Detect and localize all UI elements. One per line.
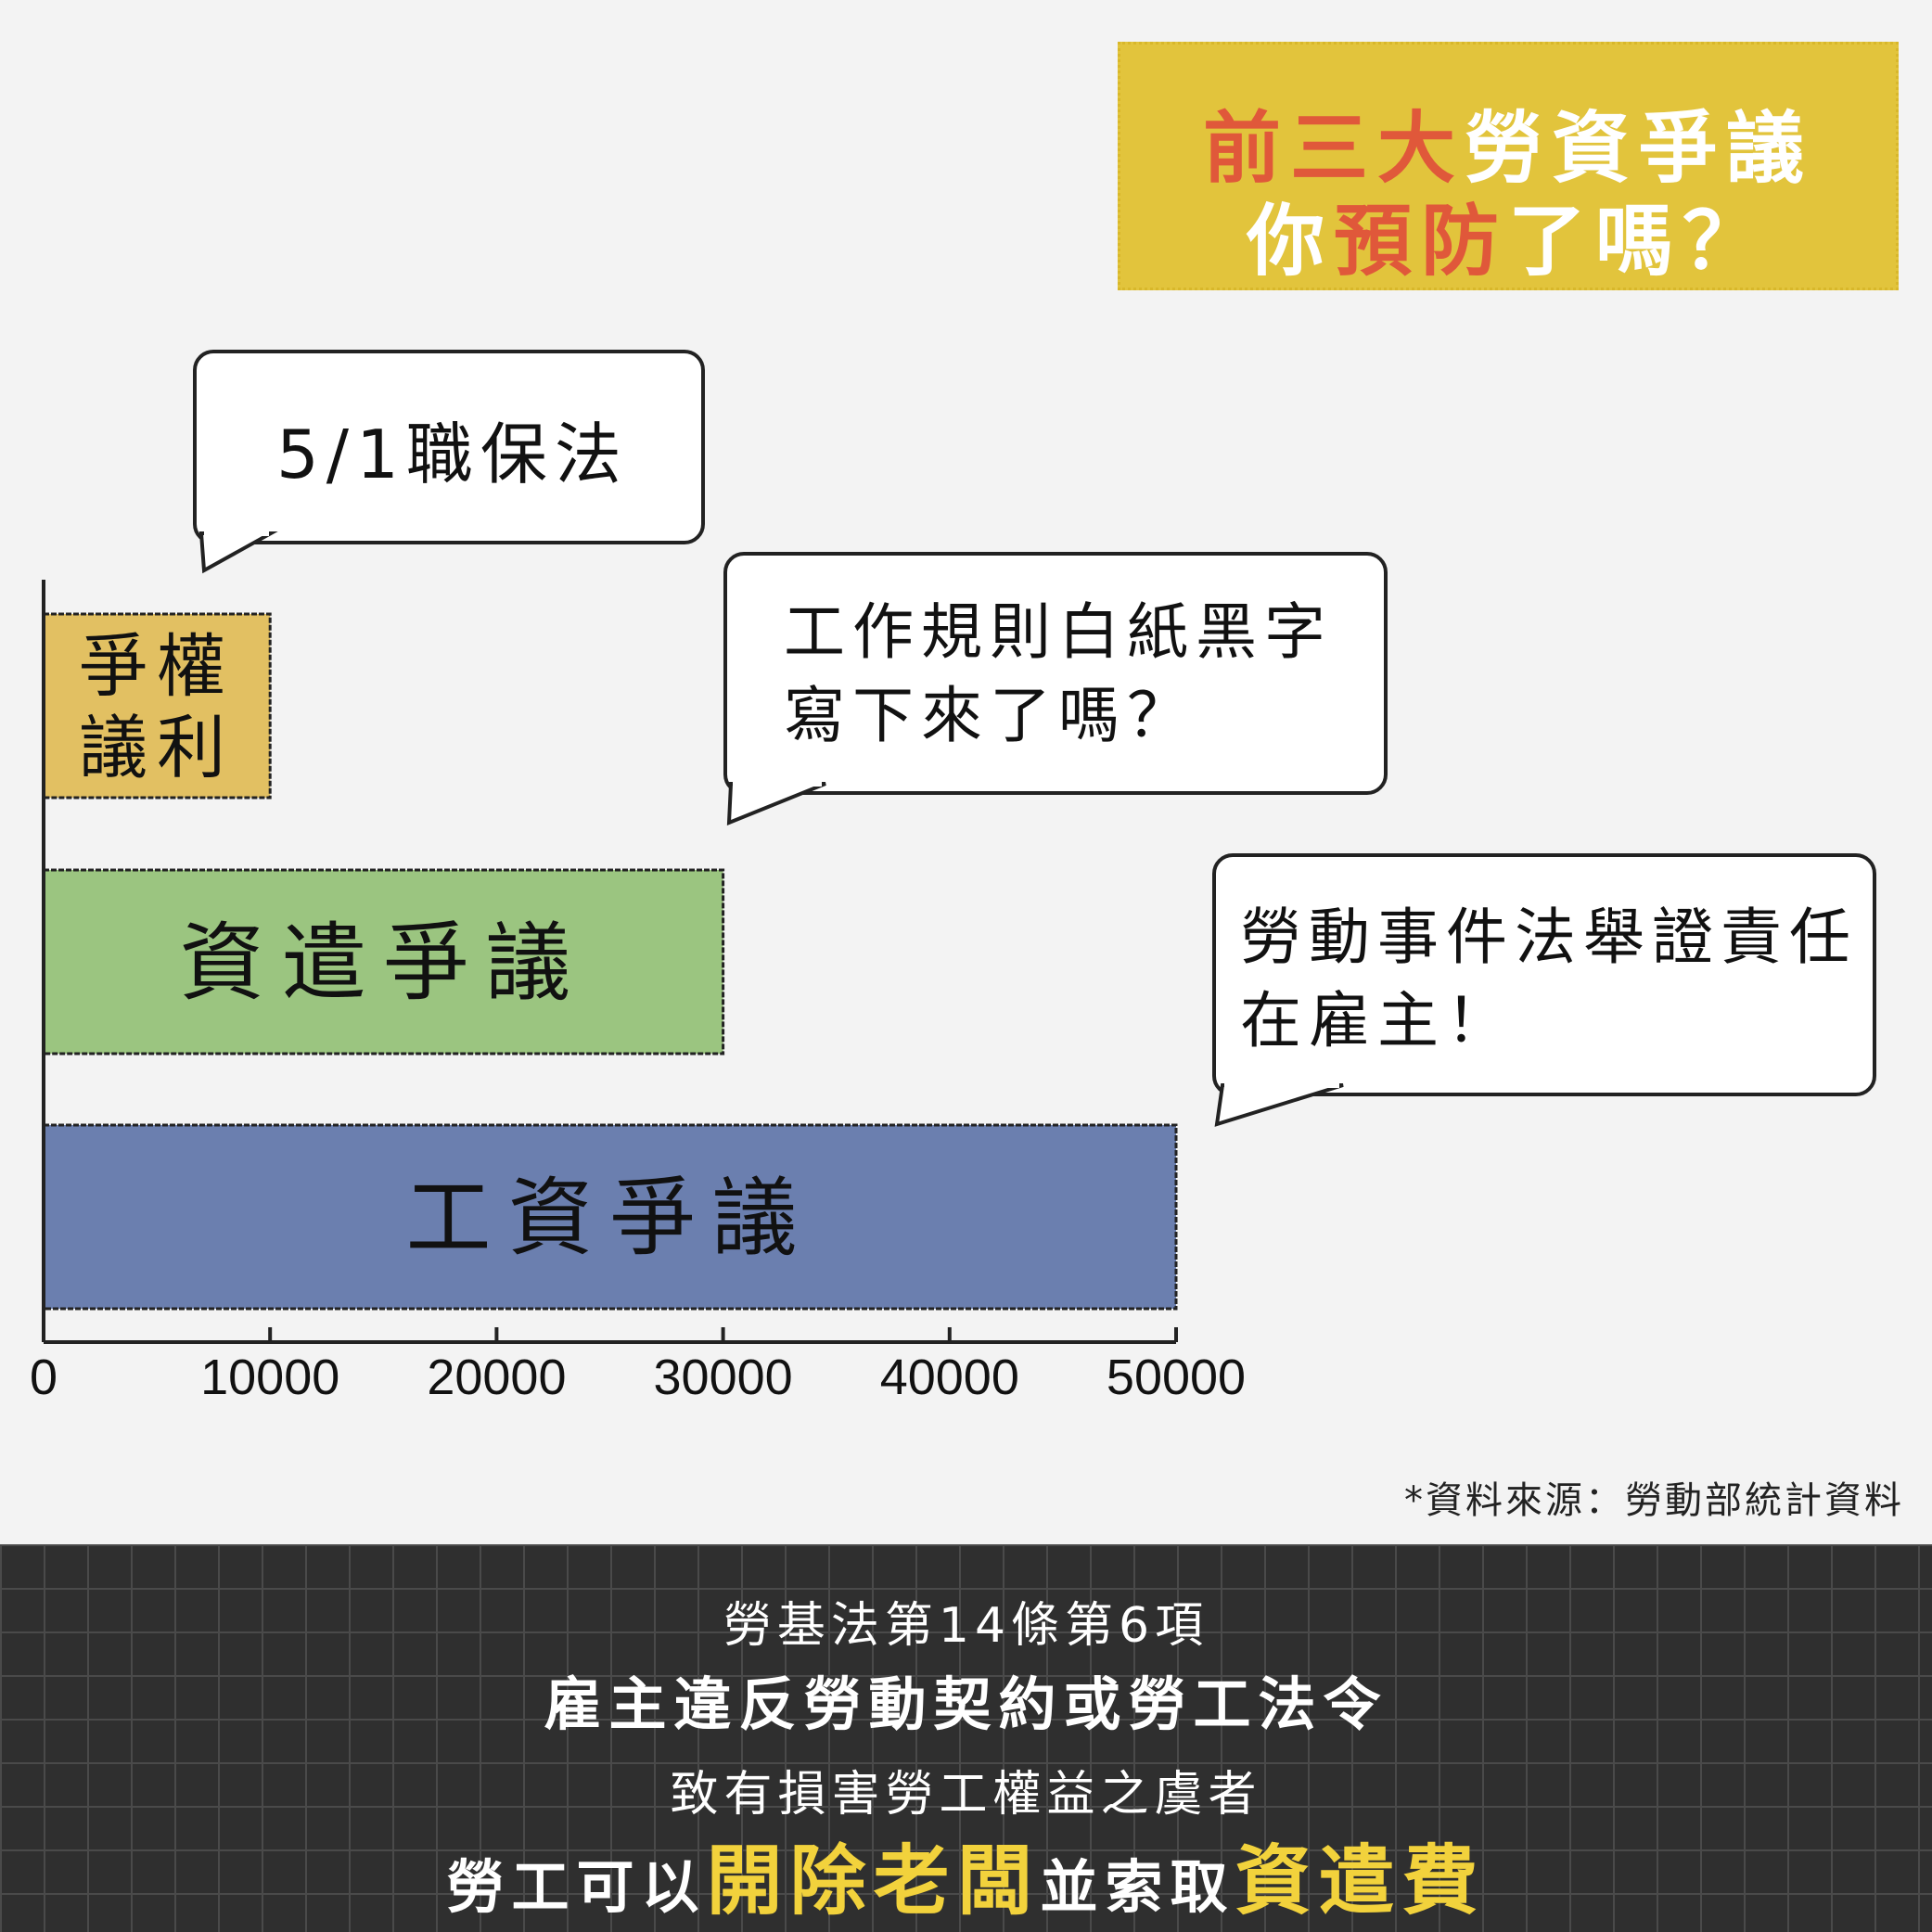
speech-bubble-3-text: 勞動事件法舉證責任 在雇主！: [1240, 902, 1858, 1056]
x-tick-label-30000: 30000: [654, 1350, 793, 1405]
title-labor-disputes: 勞資爭議: [1465, 103, 1814, 194]
footer-severance-pay: 資遣費: [1235, 1837, 1486, 1926]
footer-worker-rights: 勞工可以開除老闆並索取資遣費: [0, 1819, 1932, 1929]
bar-label-1-line-1: 爭權: [79, 627, 235, 707]
footer-and-claim: 並索取: [1040, 1853, 1235, 1921]
bar-label-2: 資遣爭議: [179, 914, 587, 1013]
bar-label-1-line-2: 議利: [79, 708, 235, 787]
speech-bubble-2-tail: [726, 778, 826, 826]
speech-bubble-2: [723, 552, 1388, 795]
x-tick-label-40000: 40000: [880, 1350, 1019, 1405]
footer-fire-boss: 開除老闆: [706, 1837, 1041, 1926]
title-highlight-top3: 前三大: [1202, 103, 1465, 194]
speech-bubble-1-tail: [198, 528, 278, 574]
speech-bubble-1-text: 5/1職保法: [276, 416, 629, 493]
title-line-1: 前三大勞資爭議: [1120, 86, 1896, 198]
bar-label-3: 工資爭議: [405, 1169, 813, 1268]
footer-law-article: 勞基法第14條第6項: [723, 1598, 1209, 1654]
footer-panel: 勞基法第14條第6項 雇主違反勞動契約或勞工法令 致有損害勞工權益之虞者 勞工可…: [0, 1544, 1932, 1932]
speech-bubble-2-text: 工作規則白紙黑字 寫下來了嗎？: [784, 596, 1333, 751]
bar-3: [42, 1123, 1178, 1311]
speech-bubble-3-tail: [1214, 1080, 1344, 1127]
title-line-2: 你預防了嗎？: [1120, 179, 1896, 291]
x-tick-label-0: 0: [30, 1350, 58, 1405]
title-highlight-prevent: 預防: [1333, 196, 1508, 287]
speech-bubble-3: [1212, 853, 1876, 1096]
bar-1: [42, 612, 272, 800]
x-tick-label-10000: 10000: [200, 1350, 339, 1405]
x-tick-label-50000: 50000: [1107, 1350, 1246, 1405]
title-you: 你: [1246, 196, 1334, 287]
footer-worker-can: 勞工可以: [446, 1853, 707, 1921]
x-tick-label-20000: 20000: [427, 1350, 566, 1405]
title-box: 前三大勞資爭議 你預防了嗎？: [1118, 42, 1899, 290]
title-question: 了嗎？: [1508, 196, 1771, 287]
speech-bubble-1: [193, 350, 705, 544]
footer-employer-violation: 雇主違反勞動契約或勞工法令: [544, 1670, 1388, 1738]
data-source-note: *資料來源：勞動部統計資料: [1404, 1479, 1904, 1522]
footer-harm-condition: 致有損害勞工權益之虞者: [670, 1767, 1262, 1823]
